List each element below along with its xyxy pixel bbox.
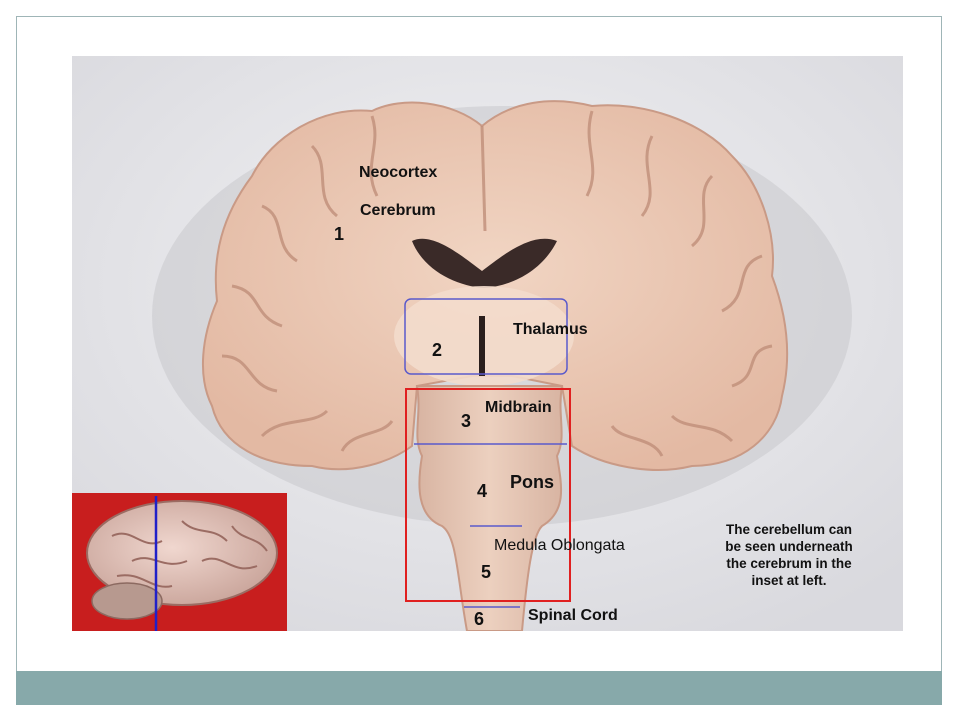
label-medulla: Medula Oblongata <box>494 537 625 554</box>
number-1: 1 <box>334 224 345 244</box>
number-5: 5 <box>481 562 492 582</box>
footer-bar <box>16 671 942 705</box>
brainstem-box <box>405 388 571 602</box>
note-line: the cerebrum in the <box>726 556 852 571</box>
note-line: be seen underneath <box>725 539 853 554</box>
label-spinal-cord: Spinal Cord <box>528 607 618 624</box>
label-neocortex: Neocortex <box>359 164 438 181</box>
label-pons: Pons <box>510 472 555 492</box>
gyri-texture <box>221 110 773 457</box>
brain-section-image <box>72 56 903 631</box>
label-thalamus: Thalamus <box>513 321 588 338</box>
number-2: 2 <box>432 340 443 360</box>
number-3: 3 <box>461 411 472 431</box>
note-line: The cerebellum can <box>725 522 853 537</box>
label-midbrain: Midbrain <box>485 399 552 416</box>
note-line: inset at left. <box>751 573 827 588</box>
number-4: 4 <box>477 481 488 501</box>
number-6: 6 <box>474 609 485 629</box>
cerebellum-note: The cerebellum can be seen underneath th… <box>694 521 884 589</box>
ventricles <box>412 238 557 288</box>
brainstem-tissue <box>415 385 564 631</box>
thalamus-box <box>404 298 568 375</box>
brain-section-photo: Neocortex Cerebrum 1 Thalamus 2 Midbrain… <box>72 56 903 631</box>
lateral-brain-inset <box>72 493 287 631</box>
label-cerebrum: Cerebrum <box>360 202 436 219</box>
